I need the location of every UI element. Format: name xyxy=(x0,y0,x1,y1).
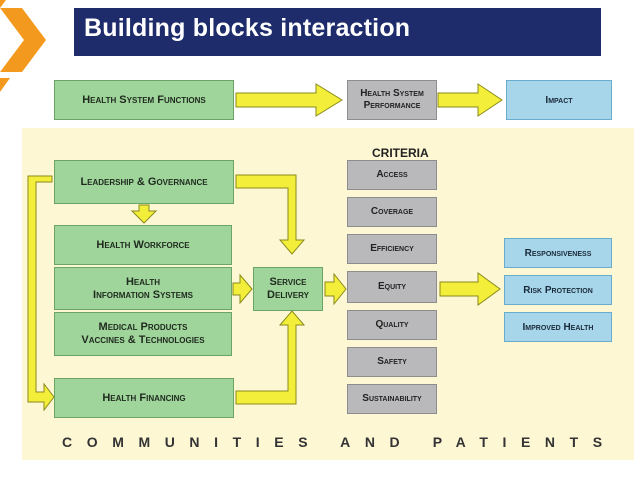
criteria-quality: Quality xyxy=(347,310,437,340)
criteria-safety-label: Safety xyxy=(377,356,407,367)
outcome-risk-protection-label: Risk Protection xyxy=(523,284,593,296)
health-workforce-box: Health Workforce xyxy=(54,225,232,265)
arrow-functions-to-performance xyxy=(235,83,343,117)
criteria-efficiency: Efficiency xyxy=(347,234,437,264)
criteria-efficiency-label: Efficiency xyxy=(370,243,414,254)
medical-products-box: Medical Products Vaccines & Technologies xyxy=(54,312,232,356)
chevron-decoration-icon xyxy=(0,0,46,92)
outcome-responsiveness-label: Responsiveness xyxy=(524,247,592,259)
his-label-line2: Information Systems xyxy=(93,288,193,301)
impact-label: Impact xyxy=(545,94,573,106)
criteria-sustainability: Sustainability xyxy=(347,384,437,414)
criteria-safety: Safety xyxy=(347,347,437,377)
performance-label-line1: Health System xyxy=(360,88,424,99)
criteria-access-label: Access xyxy=(376,169,408,180)
title-bar xyxy=(74,8,601,56)
outcome-improved-health-label: Improved Health xyxy=(522,321,594,333)
communities-and-patients-label: COMMUNITIES AND PATIENTS xyxy=(62,434,617,450)
criteria-heading: CRITERIA xyxy=(372,146,429,160)
medical-label-line2: Vaccines & Technologies xyxy=(81,334,205,346)
health-information-systems-box: Health Information Systems xyxy=(54,267,232,310)
arrow-his-to-service xyxy=(232,273,253,305)
service-delivery-box: Service Delivery xyxy=(253,267,323,311)
arrow-criteria-to-outcomes xyxy=(439,272,501,306)
criteria-equity-label: Equity xyxy=(377,281,407,292)
health-financing-label: Health Financing xyxy=(102,391,186,404)
impact-box: Impact xyxy=(506,80,612,120)
service-label-line2: Delivery xyxy=(267,289,309,301)
leadership-governance-box: Leadership & Governance xyxy=(54,160,234,204)
criteria-coverage-label: Coverage xyxy=(370,206,414,217)
outcome-risk-protection: Risk Protection xyxy=(504,275,612,305)
health-system-functions-label: Health System Functions xyxy=(82,93,206,106)
criteria-sustainability-label: Sustainability xyxy=(362,393,422,404)
arrow-leadership-to-service xyxy=(235,174,306,255)
slide-title: Building blocks interaction xyxy=(84,14,411,42)
criteria-coverage: Coverage xyxy=(347,197,437,227)
performance-label-line2: Performance xyxy=(363,100,421,111)
health-system-functions-box: Health System Functions xyxy=(54,80,234,120)
health-system-performance-box: Health System Performance xyxy=(347,80,437,120)
health-workforce-label: Health Workforce xyxy=(96,238,190,251)
arrow-left-loop xyxy=(27,175,55,412)
outcome-improved-health: Improved Health xyxy=(504,312,612,342)
criteria-quality-label: Quality xyxy=(375,319,409,330)
health-financing-box: Health Financing xyxy=(54,378,234,418)
criteria-access: Access xyxy=(347,160,437,190)
arrow-performance-to-impact xyxy=(437,83,503,117)
outcome-responsiveness: Responsiveness xyxy=(504,238,612,268)
criteria-equity: Equity xyxy=(347,271,437,303)
arrow-financing-to-service xyxy=(235,310,306,405)
medical-label-line1: Medical Products xyxy=(98,321,188,333)
his-label-line1: Health xyxy=(125,275,160,288)
arrow-service-to-criteria xyxy=(324,272,347,306)
arrow-leadership-down xyxy=(130,204,158,224)
service-label-line1: Service xyxy=(269,276,307,288)
leadership-governance-label: Leadership & Governance xyxy=(80,175,208,188)
